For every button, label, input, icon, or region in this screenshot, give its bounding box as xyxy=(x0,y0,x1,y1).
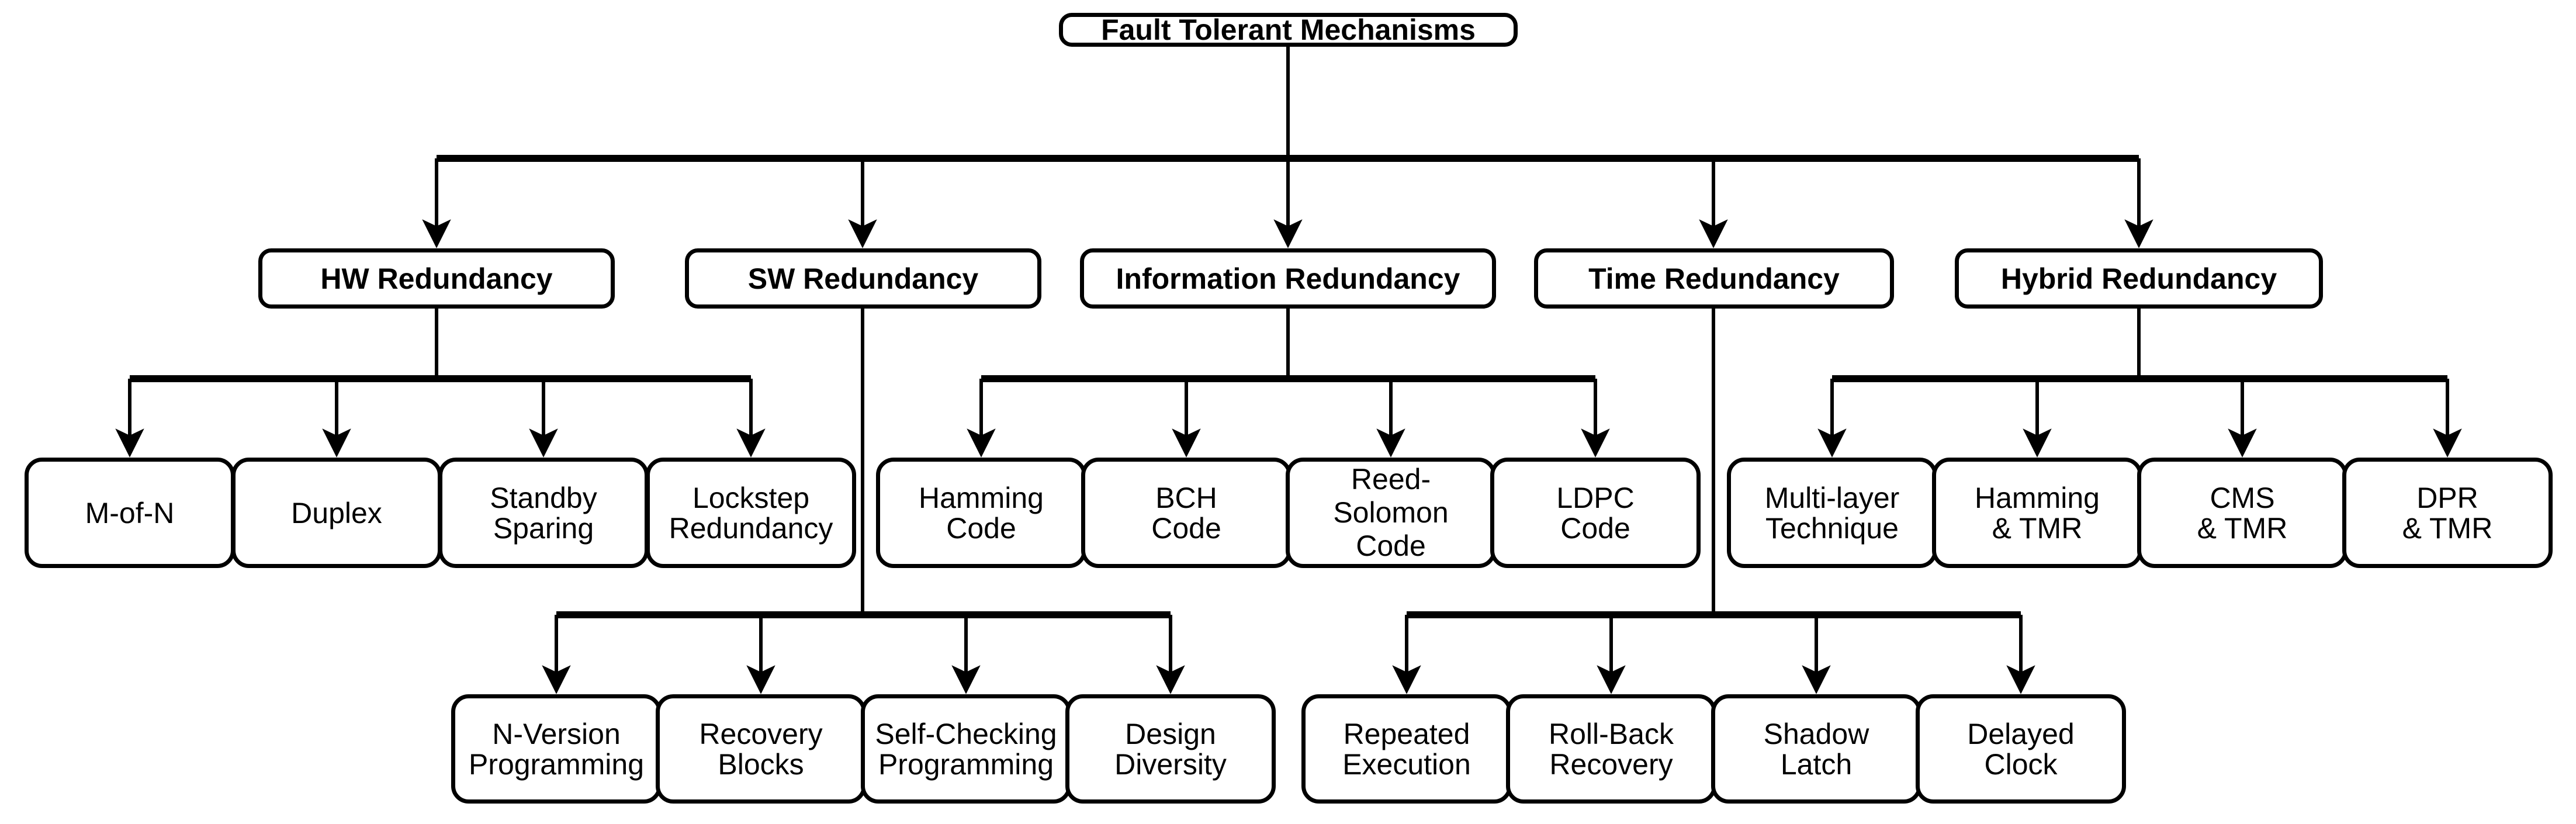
node-label: N-Version Programming xyxy=(468,717,645,781)
node-leaf-shadow-latch[interactable]: Shadow Latch xyxy=(1711,694,1921,804)
node-label: Hybrid Redundancy xyxy=(2000,262,2277,295)
node-label: HW Redundancy xyxy=(320,262,553,295)
node-label: Standby Sparing xyxy=(490,481,597,545)
node-leaf-repeated-execution[interactable]: Repeated Execution xyxy=(1301,694,1512,804)
node-category-hybrid-redundancy[interactable]: Hybrid Redundancy xyxy=(1955,248,2323,309)
node-leaf-ldpc-code[interactable]: LDPC Code xyxy=(1490,458,1701,568)
node-label: Recovery Blocks xyxy=(699,717,823,781)
node-label: Reed- Solomon Code xyxy=(1333,463,1449,562)
node-label: Repeated Execution xyxy=(1342,717,1471,781)
node-leaf-bch-code[interactable]: BCH Code xyxy=(1081,458,1292,568)
node-label: Design Diversity xyxy=(1114,717,1227,781)
node-label: Information Redundancy xyxy=(1116,262,1460,295)
node-leaf-self-checking-programming[interactable]: Self-Checking Programming xyxy=(861,694,1071,804)
node-label: LDPC Code xyxy=(1556,481,1635,545)
node-label: Lockstep Redundancy xyxy=(669,481,833,545)
node-label: SW Redundancy xyxy=(747,262,979,295)
node-leaf-duplex[interactable]: Duplex xyxy=(231,458,442,568)
node-leaf-delayed-clock[interactable]: Delayed Clock xyxy=(1916,694,2126,804)
node-leaf-standby-sparing[interactable]: Standby Sparing xyxy=(438,458,649,568)
node-label: Self-Checking Programming xyxy=(875,717,1057,781)
node-leaf-hamming-and-tmr[interactable]: Hamming & TMR xyxy=(1932,458,2142,568)
node-category-information-redundancy[interactable]: Information Redundancy xyxy=(1080,248,1496,309)
node-leaf-design-diversity[interactable]: Design Diversity xyxy=(1065,694,1276,804)
node-label: DPR & TMR xyxy=(2402,481,2493,545)
node-label: M-of-N xyxy=(85,496,175,529)
node-leaf-cms-and-tmr[interactable]: CMS & TMR xyxy=(2137,458,2348,568)
node-leaf-n-version-programming[interactable]: N-Version Programming xyxy=(451,694,662,804)
node-label: Delayed Clock xyxy=(1967,717,2075,781)
node-leaf-multi-layer-technique[interactable]: Multi-layer Technique xyxy=(1727,458,1937,568)
node-leaf-reed-solomon-code[interactable]: Reed- Solomon Code xyxy=(1286,458,1496,568)
node-leaf-lockstep-redundancy[interactable]: Lockstep Redundancy xyxy=(646,458,856,568)
node-leaf-m-of-n[interactable]: M-of-N xyxy=(25,458,235,568)
node-label: Roll-Back Recovery xyxy=(1549,717,1674,781)
node-label: Time Redundancy xyxy=(1588,262,1840,295)
node-leaf-roll-back-recovery[interactable]: Roll-Back Recovery xyxy=(1506,694,1716,804)
node-label: Hamming & TMR xyxy=(1975,481,2100,545)
node-leaf-recovery-blocks[interactable]: Recovery Blocks xyxy=(656,694,866,804)
node-label: Duplex xyxy=(291,496,382,529)
node-root-fault-tolerant-mechanisms[interactable]: Fault Tolerant Mechanisms xyxy=(1059,13,1518,47)
node-label: Shadow Latch xyxy=(1763,717,1869,781)
node-leaf-hamming-code[interactable]: Hamming Code xyxy=(876,458,1086,568)
node-leaf-dpr-and-tmr[interactable]: DPR & TMR xyxy=(2342,458,2553,568)
node-label: Fault Tolerant Mechanisms xyxy=(1101,13,1476,46)
node-category-sw-redundancy[interactable]: SW Redundancy xyxy=(685,248,1041,309)
node-category-time-redundancy[interactable]: Time Redundancy xyxy=(1534,248,1894,309)
node-label: BCH Code xyxy=(1151,481,1221,545)
node-label: Multi-layer Technique xyxy=(1764,481,1900,545)
node-category-hw-redundancy[interactable]: HW Redundancy xyxy=(258,248,615,309)
node-label: CMS & TMR xyxy=(2197,481,2288,545)
node-label: Hamming Code xyxy=(919,481,1044,545)
